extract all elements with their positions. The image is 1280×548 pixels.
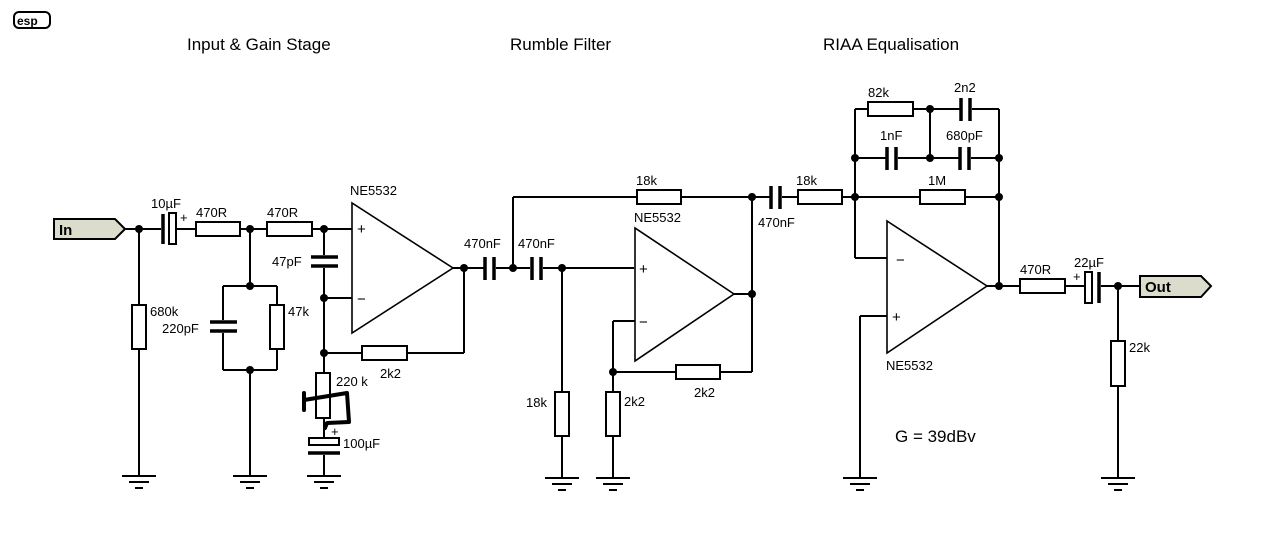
- r-rf-fb-label: 2k2: [694, 385, 715, 400]
- ground-symbol: [122, 475, 156, 489]
- polarity-plus: +: [1073, 269, 1081, 284]
- opamp-2: NE5532 + −: [634, 210, 736, 363]
- esp-logo: esp: [13, 11, 51, 29]
- capacitor-c-rf1: 470nF: [464, 236, 501, 280]
- opamp-3-minus: −: [896, 252, 905, 269]
- capacitor-c-riaa-in: 470nF: [758, 186, 795, 230]
- potentiometer-220k: 220 k: [302, 372, 368, 430]
- r-shunt-in-label: 680k: [150, 304, 179, 319]
- c-220p-label: 220pF: [162, 321, 199, 336]
- resistor-r-1m: 1M: [919, 173, 966, 205]
- opamp-2-label: NE5532: [634, 210, 681, 225]
- capacitor-c-1nf: 1nF: [880, 128, 902, 170]
- r-rf-gnd-label: 18k: [526, 395, 547, 410]
- output-port: Out: [1139, 275, 1213, 298]
- opamp-3: NE5532 − +: [886, 219, 989, 373]
- r-fb1-label: 2k2: [380, 366, 401, 381]
- c-rf2-label: 470nF: [518, 236, 555, 251]
- ground-symbol: [596, 477, 630, 491]
- c-rf1-label: 470nF: [464, 236, 501, 251]
- opamp-1-minus: −: [357, 291, 366, 308]
- section-title-rumble-filter: Rumble Filter: [510, 35, 611, 54]
- r-in1-label: 470R: [196, 205, 227, 220]
- c-100u-label: 100µF: [343, 436, 380, 451]
- resistor-r-shunt-in: 680k: [131, 304, 179, 350]
- polarity-plus: +: [331, 424, 339, 439]
- output-port-shape: [1139, 275, 1213, 298]
- pot-220k-label: 220 k: [336, 374, 368, 389]
- ground-symbol: [843, 477, 877, 491]
- opamp-3-plus: +: [892, 309, 901, 326]
- opamp-2-plus: +: [639, 261, 648, 278]
- pot-wiper-hand-drawn: [302, 391, 351, 430]
- polarity-plus: +: [180, 210, 188, 225]
- r-in2-label: 470R: [267, 205, 298, 220]
- c-in-label: 10µF: [151, 196, 181, 211]
- logo-text: esp: [17, 14, 38, 28]
- c-2n2-label: 2n2: [954, 80, 976, 95]
- input-port-shape: [53, 218, 127, 240]
- r-47k-label: 47k: [288, 304, 309, 319]
- resistor-r-out: 470R: [1019, 262, 1066, 294]
- r-load-label: 22k: [1129, 340, 1150, 355]
- opamp-1-label: NE5532: [350, 183, 397, 198]
- capacitor-c-220p: 220pF: [162, 320, 237, 336]
- opamp-2-minus: −: [639, 314, 648, 331]
- resistor-r-in1: 470R: [195, 205, 241, 237]
- c-680p-label: 680pF: [946, 128, 983, 143]
- c-riaa-in-label: 470nF: [758, 215, 795, 230]
- resistor-r-fb1: 2k2: [361, 345, 408, 381]
- resistor-r-rf-neg: 2k2: [605, 391, 645, 437]
- r-out-label: 470R: [1020, 262, 1051, 277]
- resistor-r-in2: 470R: [266, 205, 313, 237]
- logo-frame: [13, 11, 51, 29]
- capacitor-c-2n2: 2n2: [954, 80, 976, 121]
- ground-symbol: [545, 477, 579, 491]
- resistor-r-rf-top: 18k: [636, 173, 682, 205]
- resistor-r-82k: 82k: [867, 85, 914, 117]
- capacitor-c-in: 10µF +: [151, 196, 188, 245]
- resistor-r-riaa-in: 18k: [796, 173, 843, 205]
- r-rf-neg-label: 2k2: [624, 394, 645, 409]
- gain-note: G = 39dBv: [895, 427, 976, 446]
- c-1nf-label: 1nF: [880, 128, 902, 143]
- resistor-r-rf-gnd: 18k: [526, 391, 570, 437]
- input-port-label: In: [59, 222, 72, 239]
- r-rf-top-label: 18k: [636, 173, 657, 188]
- ground-symbol: [307, 475, 341, 489]
- capacitor-c-680p: 680pF: [946, 128, 983, 170]
- c-out-label: 22µF: [1074, 255, 1104, 270]
- opamp-1: NE5532 + −: [350, 183, 455, 335]
- r-1m-label: 1M: [928, 173, 946, 188]
- capacitor-c-out: 22µF +: [1073, 255, 1104, 304]
- capacitor-c-100u: + 100µF: [308, 424, 380, 455]
- capacitor-c-47p: 47pF: [272, 254, 338, 269]
- capacitor-c-rf2: 470nF: [518, 236, 555, 280]
- c-47p-label: 47pF: [272, 254, 302, 269]
- ground-symbol: [1101, 477, 1135, 491]
- opamp-1-plus: +: [357, 221, 366, 238]
- resistor-r-rf-fb: 2k2: [675, 364, 721, 400]
- ground-symbol: [233, 475, 267, 489]
- section-title-input-gain: Input & Gain Stage: [187, 35, 331, 54]
- r-82k-label: 82k: [868, 85, 889, 100]
- r-riaa-in-label: 18k: [796, 173, 817, 188]
- resistor-r-load: 22k: [1110, 340, 1150, 387]
- opamp-3-label: NE5532: [886, 358, 933, 373]
- input-port: In: [53, 218, 127, 240]
- output-port-label: Out: [1145, 279, 1171, 296]
- resistor-r-47k: 47k: [269, 304, 309, 350]
- section-title-riaa: RIAA Equalisation: [823, 35, 959, 54]
